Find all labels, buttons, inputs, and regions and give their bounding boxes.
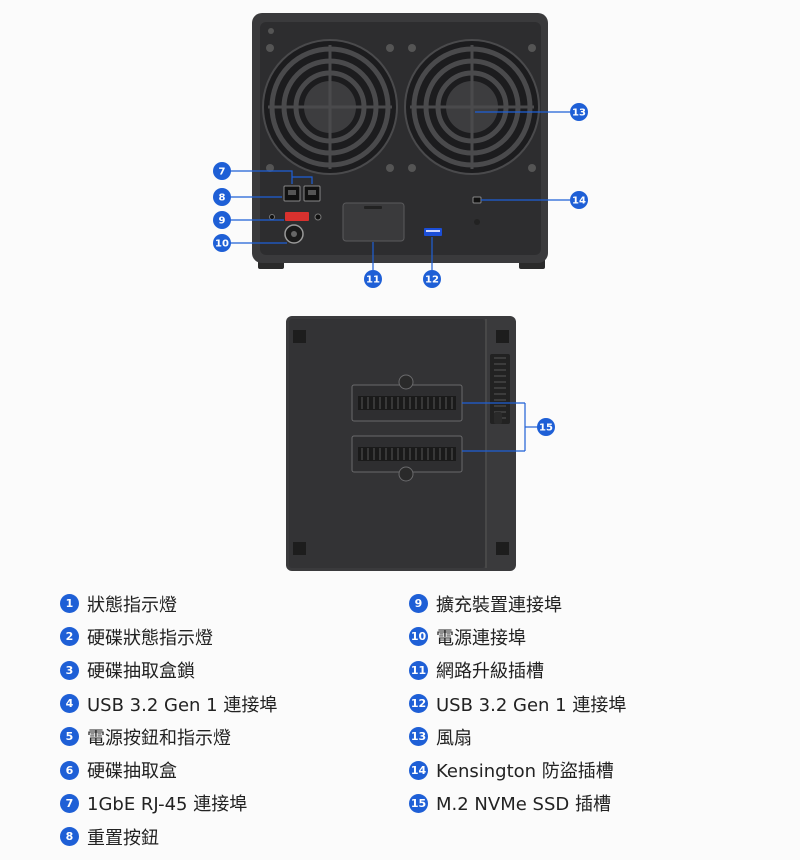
legend-item: 10 電源連接埠	[409, 620, 626, 653]
legend-label: 硬碟抽取盒	[87, 761, 177, 783]
fan-right	[404, 39, 540, 175]
legend-item: 11 網路升級插槽	[409, 654, 626, 687]
legend-column-right: 9 擴充裝置連接埠 10 電源連接埠 11 網路升級插槽 12 USB 3.2 Gen …	[409, 587, 626, 820]
reset-pinhole	[269, 214, 275, 220]
bottom-foot	[496, 542, 509, 555]
legend-number-badge: 7	[60, 793, 79, 813]
legend-label: 電源按鈕和指示燈	[87, 727, 231, 749]
legend-label: 風扇	[436, 727, 472, 749]
screw	[268, 28, 274, 34]
svg-text:7: 7	[219, 167, 226, 178]
rear-view	[230, 13, 570, 270]
callout-8: 8	[213, 188, 231, 206]
legend-number-badge: 4	[60, 694, 79, 714]
callout-11: 11	[364, 270, 382, 288]
bottom-foot	[293, 542, 306, 555]
fan-left	[262, 39, 398, 175]
legend-item: 5 電源按鈕和指示燈	[60, 720, 277, 753]
svg-text:8: 8	[219, 193, 226, 204]
legend-item: 15 M.2 NVMe SSD 插槽	[409, 787, 626, 820]
legend-label: 硬碟抽取盒鎖	[87, 661, 195, 683]
legend-label: M.2 NVMe SSD 插槽	[436, 794, 611, 816]
svg-text:12: 12	[425, 275, 439, 286]
legend-number-badge: 5	[60, 727, 79, 747]
callout-15: 15	[537, 418, 555, 436]
bottom-foot	[293, 330, 306, 343]
callout-14: 14	[570, 191, 588, 209]
bottom-foot	[496, 330, 509, 343]
legend-item: 9 擴充裝置連接埠	[409, 587, 626, 620]
legend-number-badge: 12	[409, 694, 428, 714]
legend-item: 1 狀態指示燈	[60, 587, 277, 620]
legend-item: 6 硬碟抽取盒	[60, 753, 277, 786]
legend-number-badge: 3	[60, 660, 79, 680]
legend-item: 4 USB 3.2 Gen 1 連接埠	[60, 687, 277, 720]
legend-label: 擴充裝置連接埠	[436, 594, 562, 616]
device-diagram: 7 8 9 10 11 12 13 14 15	[213, 13, 588, 571]
network-upgrade-slot	[342, 202, 405, 242]
legend-number-badge: 8	[60, 827, 79, 847]
legend-number-badge: 14	[409, 760, 428, 780]
bottom-view	[286, 316, 538, 571]
legend-number-badge: 15	[409, 793, 428, 813]
legend-item: 3 硬碟抽取盒鎖	[60, 654, 277, 687]
legend-item: 12 USB 3.2 Gen 1 連接埠	[409, 687, 626, 720]
legend-label: 網路升級插槽	[436, 661, 544, 683]
legend-label: Kensington 防盜插槽	[436, 761, 614, 783]
legend-label: USB 3.2 Gen 1 連接埠	[436, 694, 627, 716]
legend-label: USB 3.2 Gen 1 連接埠	[87, 694, 278, 716]
kensington-slot	[472, 196, 482, 204]
legend-number-badge: 11	[409, 660, 428, 680]
callout-13: 13	[570, 103, 588, 121]
expansion-port	[285, 212, 309, 221]
svg-text:13: 13	[572, 108, 586, 119]
callout-9: 9	[213, 211, 231, 229]
svg-text:10: 10	[215, 239, 229, 250]
legend: 1 狀態指示燈 2 硬碟狀態指示燈 3 硬碟抽取盒鎖 4 USB 3.2 Gen 1 連…	[60, 587, 760, 852]
callout-12: 12	[423, 270, 441, 288]
callout-10: 10	[213, 234, 231, 252]
legend-number-badge: 1	[60, 594, 79, 614]
legend-item: 7 1GbE RJ-45 連接埠	[60, 787, 277, 820]
legend-label: 狀態指示燈	[87, 594, 177, 616]
legend-item: 14 Kensington 防盜插槽	[409, 753, 626, 786]
svg-text:14: 14	[572, 196, 586, 207]
legend-number-badge: 13	[409, 727, 428, 747]
legend-number-badge: 10	[409, 627, 428, 647]
legend-column-left: 1 狀態指示燈 2 硬碟狀態指示燈 3 硬碟抽取盒鎖 4 USB 3.2 Gen 1 連…	[60, 587, 277, 853]
callout-7: 7	[213, 162, 231, 180]
svg-text:11: 11	[366, 275, 380, 286]
legend-item: 8 重置按鈕	[60, 820, 277, 853]
legend-label: 硬碟狀態指示燈	[87, 627, 213, 649]
legend-label: 電源連接埠	[436, 627, 526, 649]
rear-callout-lines	[230, 111, 570, 270]
svg-text:15: 15	[539, 423, 553, 434]
legend-number-badge: 6	[60, 760, 79, 780]
svg-text:9: 9	[219, 216, 226, 227]
legend-label: 重置按鈕	[87, 827, 159, 849]
expansion-indicator	[314, 213, 322, 221]
legend-number-badge: 9	[409, 594, 428, 614]
legend-label: 1GbE RJ-45 連接埠	[87, 794, 248, 816]
legend-item: 2 硬碟狀態指示燈	[60, 620, 277, 653]
bottom-callout-lines	[462, 402, 538, 452]
legend-number-badge: 2	[60, 627, 79, 647]
legend-item: 13 風扇	[409, 720, 626, 753]
